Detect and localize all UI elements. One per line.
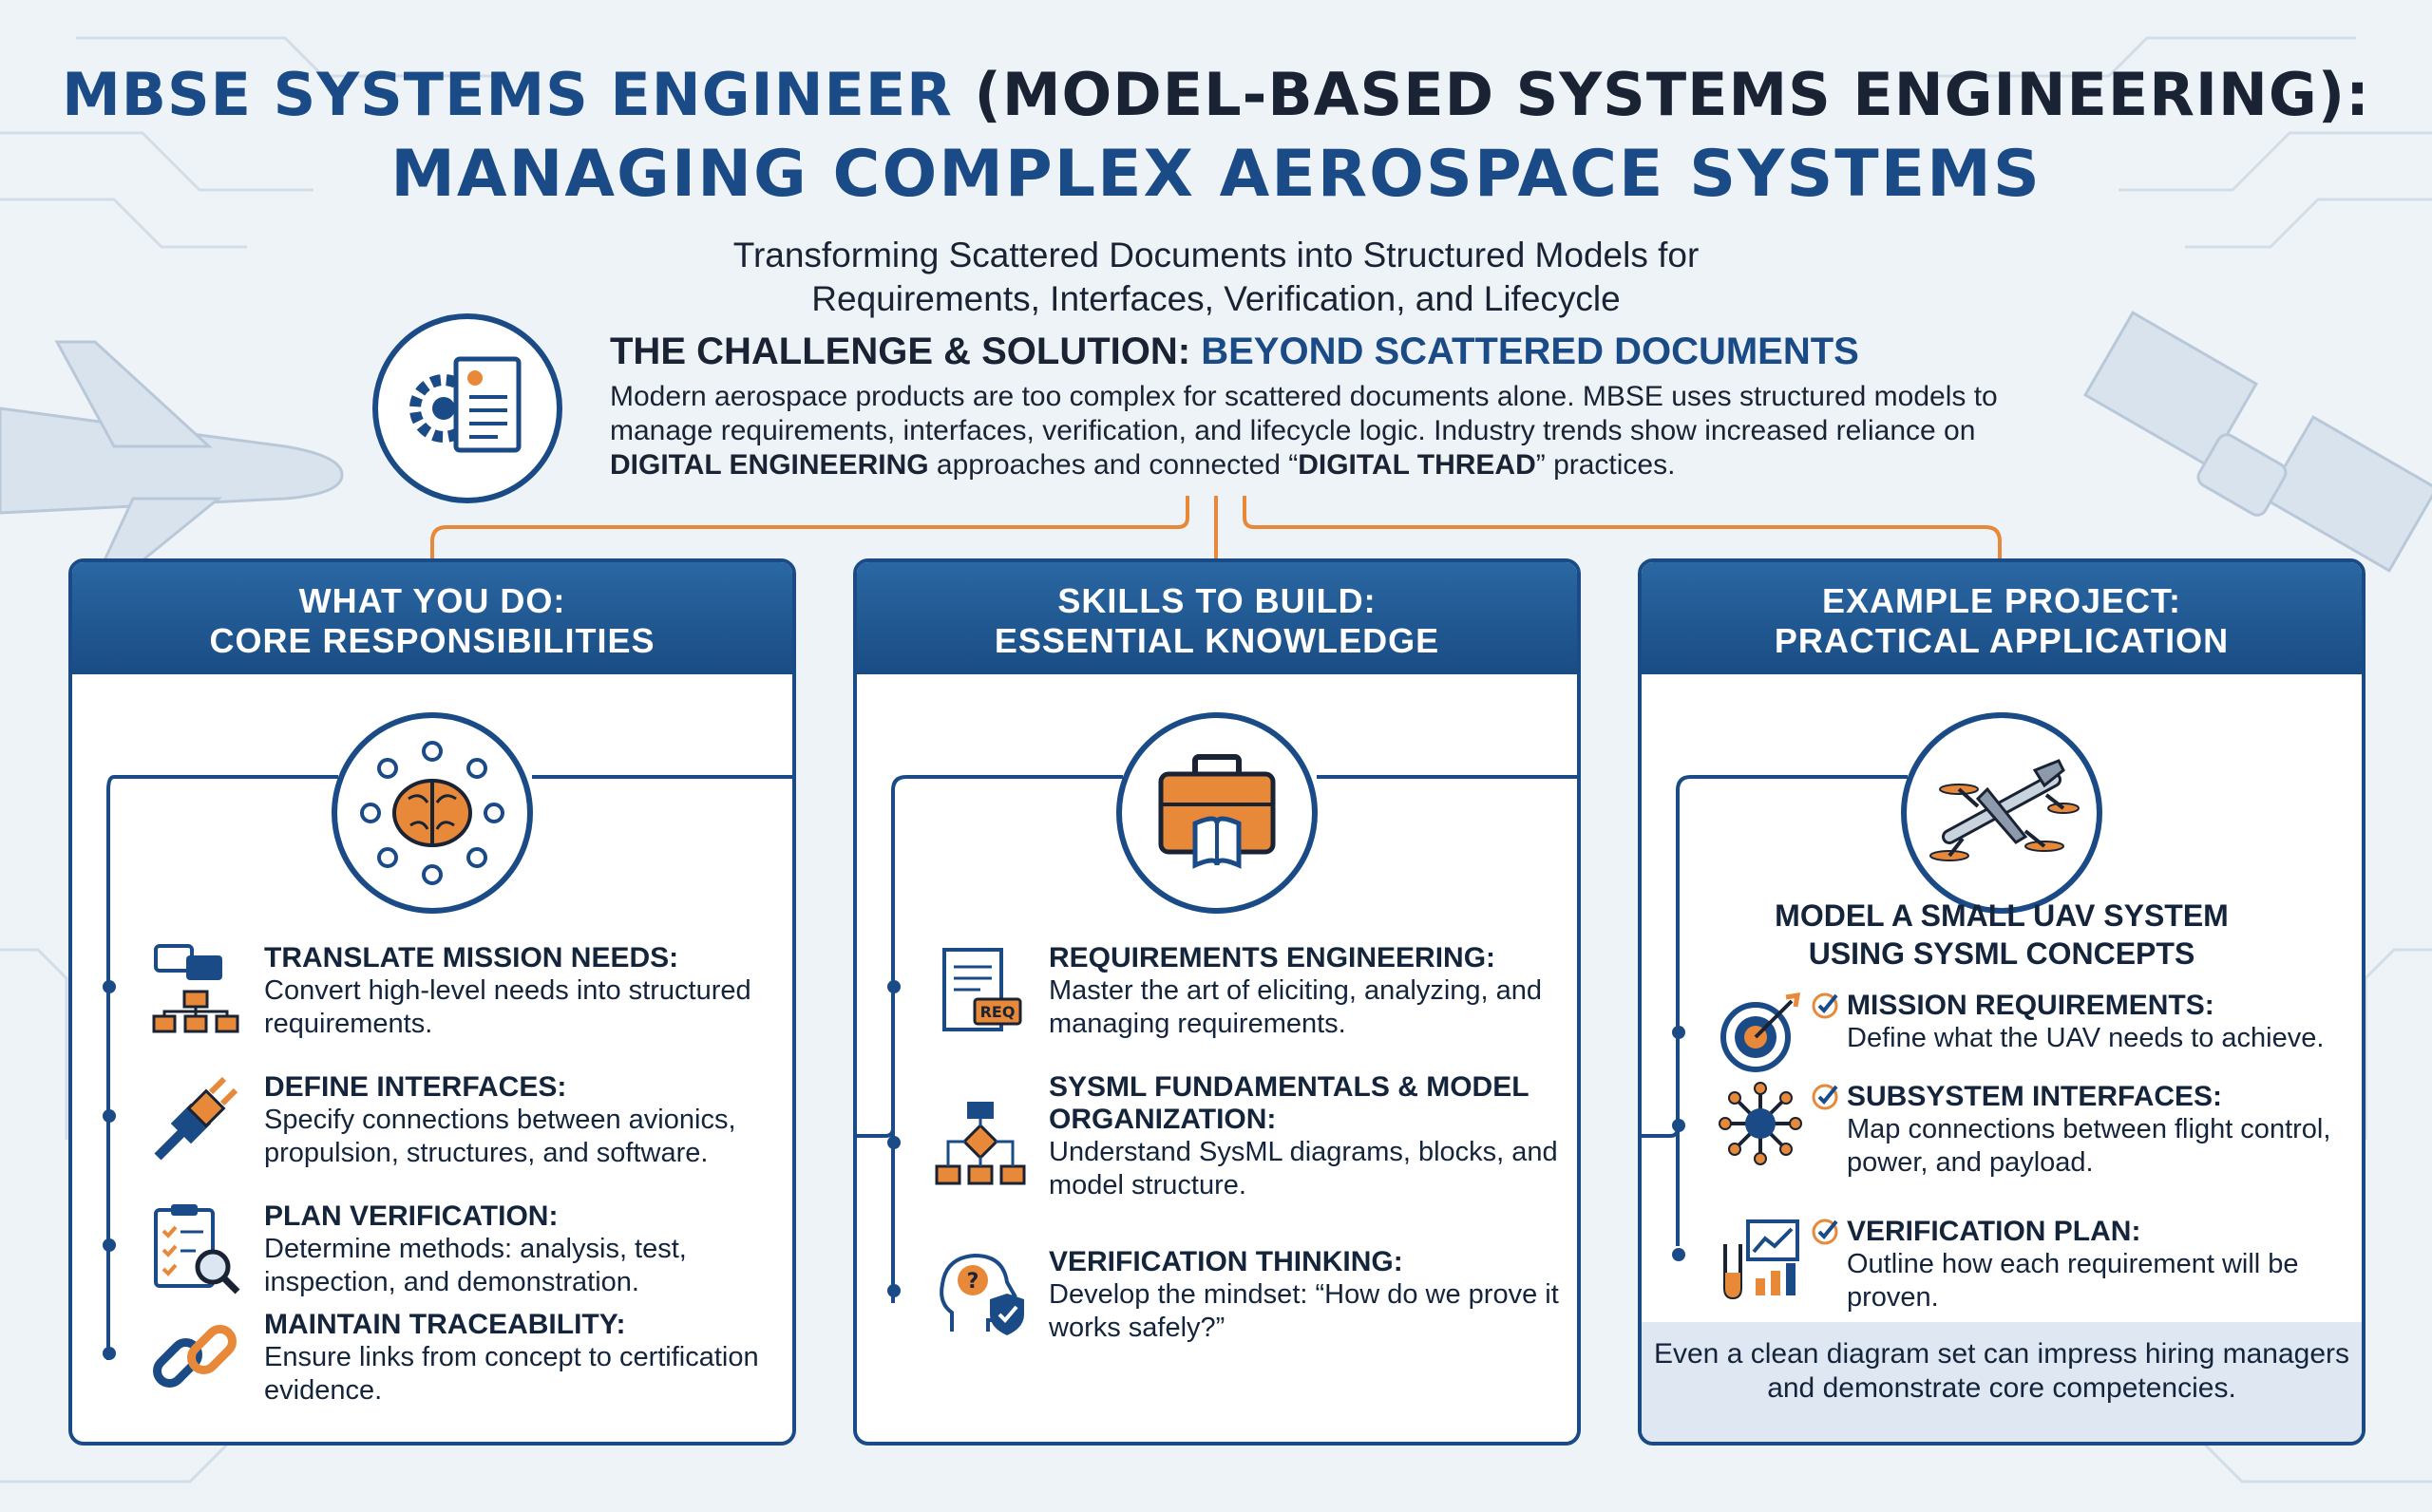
check-circle-icon <box>1812 992 1838 1019</box>
bullet-dot <box>1672 1119 1685 1132</box>
satellite-decoration-icon <box>2082 311 2432 573</box>
lab-chart-icon <box>1718 1216 1803 1301</box>
challenge-body: Modern aerospace products are too comple… <box>610 381 1998 481</box>
connector-lines <box>857 775 1577 1303</box>
svg-text:?: ? <box>967 1270 979 1294</box>
page-title-line2: MANAGING COMPLEX AEROSPACE SYSTEMS <box>390 137 2042 212</box>
check-circle-icon <box>1812 1084 1838 1110</box>
bullet-dot <box>887 980 901 993</box>
bullet-dot <box>103 980 116 993</box>
head-shield-icon: ? <box>933 1246 1028 1341</box>
toolbox-book-icon <box>1116 712 1318 914</box>
example-project-column: EXAMPLE PROJECT: PRACTICAL APPLICATION M… <box>1638 558 2366 1446</box>
network-hub-icon <box>1718 1081 1803 1166</box>
chain-link-icon <box>148 1309 243 1404</box>
document-gear-icon <box>372 313 562 503</box>
skills-column: SKILLS TO BUILD: ESSENTIAL KNOWLEDGE REQ <box>853 558 1581 1446</box>
connector-lines <box>106 775 792 1360</box>
req-badge-text: REQ <box>980 1003 1016 1021</box>
flowchart-icon <box>933 1098 1028 1193</box>
header: MBSE SYSTEMS ENGINEER (MODEL-BASED SYSTE… <box>0 57 2432 321</box>
check-circle-icon <box>1812 1219 1838 1245</box>
chat-hierarchy-icon <box>148 942 243 1037</box>
page-subtitle: Transforming Scattered Documents into St… <box>732 236 1700 318</box>
airplane-decoration-icon <box>0 340 344 562</box>
bullet-dot <box>103 1238 116 1252</box>
example-footer-note: Even a clean diagram set can impress hir… <box>1642 1322 2362 1442</box>
requirements-document-icon: REQ <box>933 942 1028 1037</box>
page-title: MBSE SYSTEMS ENGINEER (MODEL-BASED SYSTE… <box>62 60 2370 129</box>
column-header: SKILLS TO BUILD: ESSENTIAL KNOWLEDGE <box>857 562 1577 674</box>
bullet-dot <box>887 1284 901 1297</box>
column-header: WHAT YOU DO: CORE RESPONSIBILITIES <box>72 562 792 674</box>
uav-drone-icon <box>1901 712 2102 914</box>
bullet-dot <box>1672 1026 1685 1039</box>
connector-lines <box>1642 775 1908 1246</box>
bullet-dot <box>103 1109 116 1123</box>
bullet-dot <box>1672 1248 1685 1261</box>
example-subtitle: MODEL A SMALL UAV SYSTEM USING SYSML CON… <box>1775 898 2229 971</box>
brain-network-icon <box>332 712 533 914</box>
bullet-dot <box>887 1136 901 1149</box>
challenge-title: THE CHALLENGE & SOLUTION: BEYOND SCATTER… <box>610 331 1859 372</box>
plug-connector-icon <box>148 1071 243 1166</box>
clipboard-check-icon <box>148 1200 243 1295</box>
target-icon <box>1718 990 1803 1075</box>
bullet-dot <box>103 1347 116 1360</box>
column-header: EXAMPLE PROJECT: PRACTICAL APPLICATION <box>1642 562 2362 674</box>
responsibilities-column: WHAT YOU DO: CORE RESPONSIBILITIES <box>68 558 796 1446</box>
